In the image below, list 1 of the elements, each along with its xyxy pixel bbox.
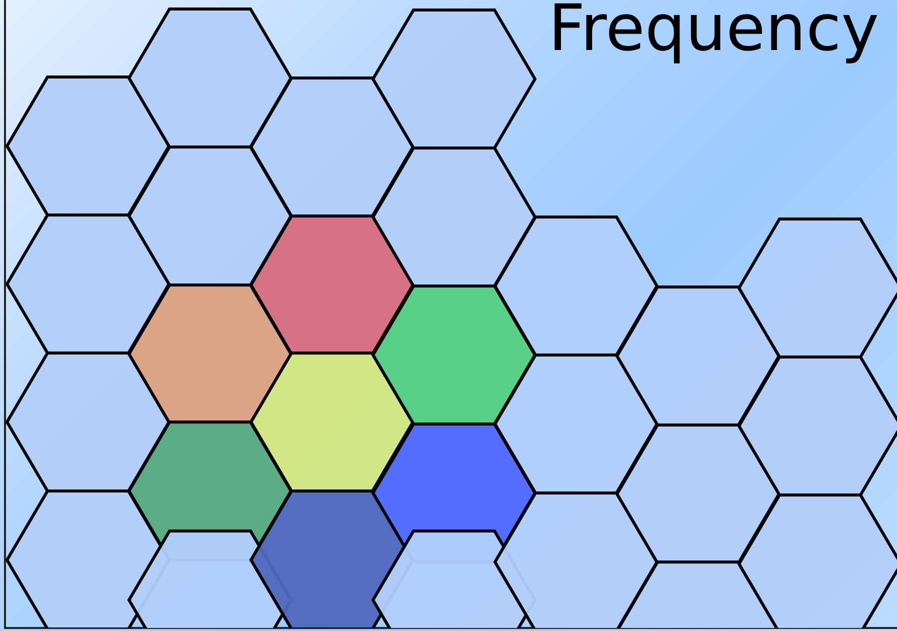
title: Frequency — [548, 0, 879, 64]
